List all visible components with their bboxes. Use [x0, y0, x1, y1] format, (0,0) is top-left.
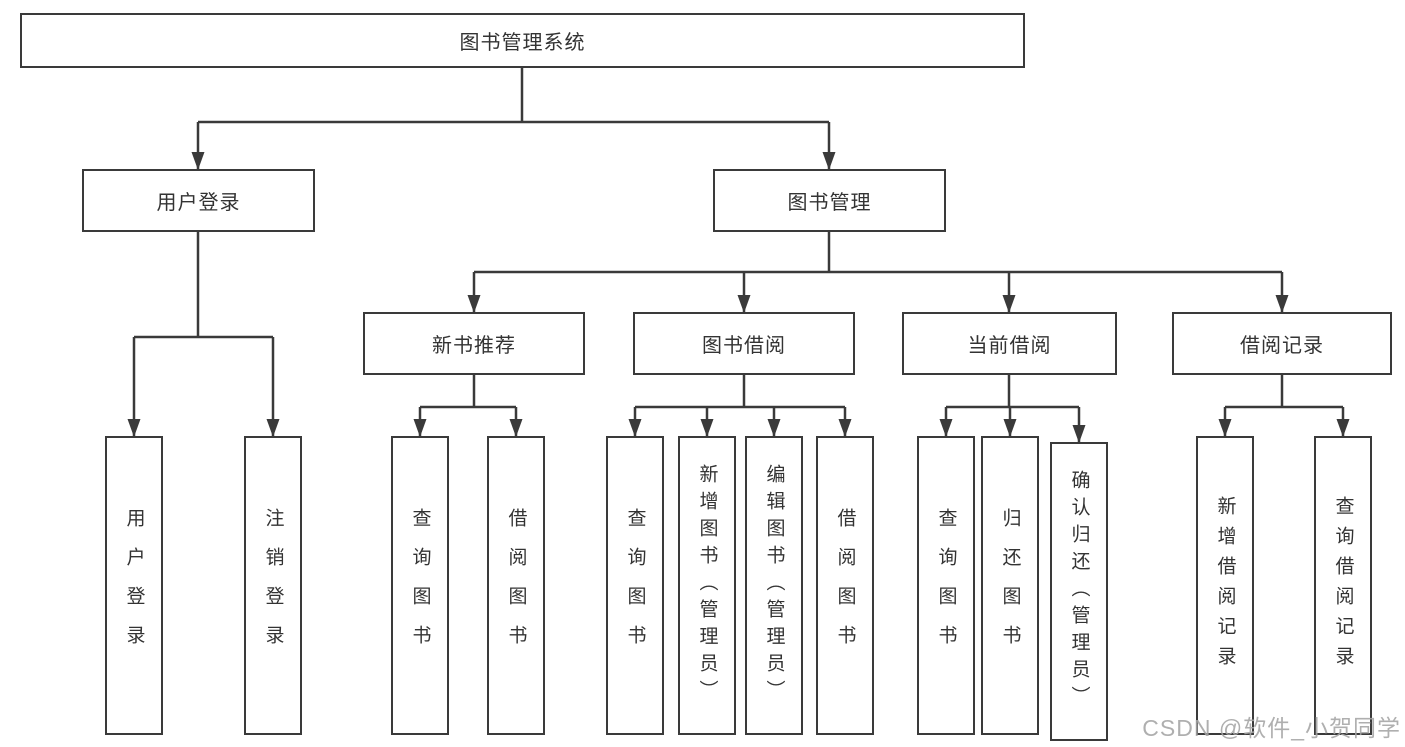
leaf-edit-book-admin: 编辑图书（管理员） [745, 436, 803, 735]
leaf-confirm-return-admin-label: 确认归还（管理员） [1068, 470, 1090, 713]
node-current-borrowing: 当前借阅 [902, 312, 1117, 375]
leaf-logout-login: 注销登录 [244, 436, 302, 735]
leaf-query-books-2-label: 查询图书 [624, 507, 646, 664]
node-new-book-recommendation: 新书推荐 [363, 312, 585, 375]
leaf-add-borrow-record-label: 新增借阅记录 [1214, 495, 1236, 676]
leaf-user-login-label: 用户登录 [123, 507, 145, 664]
leaf-add-borrow-record: 新增借阅记录 [1196, 436, 1254, 735]
leaf-logout-login-label: 注销登录 [262, 507, 284, 664]
node-book-management: 图书管理 [713, 169, 946, 232]
leaf-add-book-admin-label: 新增图书（管理员） [696, 464, 718, 707]
leaf-add-book-admin: 新增图书（管理员） [678, 436, 736, 735]
leaf-edit-book-admin-label: 编辑图书（管理员） [763, 464, 785, 707]
leaf-return-books: 归还图书 [981, 436, 1039, 735]
leaf-confirm-return-admin: 确认归还（管理员） [1050, 442, 1108, 741]
node-user-login: 用户登录 [82, 169, 315, 232]
leaf-query-books-3-label: 查询图书 [935, 507, 957, 664]
leaf-borrow-books-1-label: 借阅图书 [505, 507, 527, 664]
node-book-borrowing: 图书借阅 [633, 312, 855, 375]
leaf-query-books-3: 查询图书 [917, 436, 975, 735]
leaf-return-books-label: 归还图书 [999, 507, 1021, 664]
leaf-query-borrow-record-label: 查询借阅记录 [1332, 495, 1354, 676]
leaf-query-borrow-record: 查询借阅记录 [1314, 436, 1372, 735]
leaf-borrow-books-2-label: 借阅图书 [834, 507, 856, 664]
leaf-query-books-1: 查询图书 [391, 436, 449, 735]
node-borrowing-records: 借阅记录 [1172, 312, 1392, 375]
leaf-borrow-books-1: 借阅图书 [487, 436, 545, 735]
leaf-query-books-2: 查询图书 [606, 436, 664, 735]
leaf-query-books-1-label: 查询图书 [409, 507, 431, 664]
leaf-borrow-books-2: 借阅图书 [816, 436, 874, 735]
leaf-user-login: 用户登录 [105, 436, 163, 735]
node-root: 图书管理系统 [20, 13, 1025, 68]
